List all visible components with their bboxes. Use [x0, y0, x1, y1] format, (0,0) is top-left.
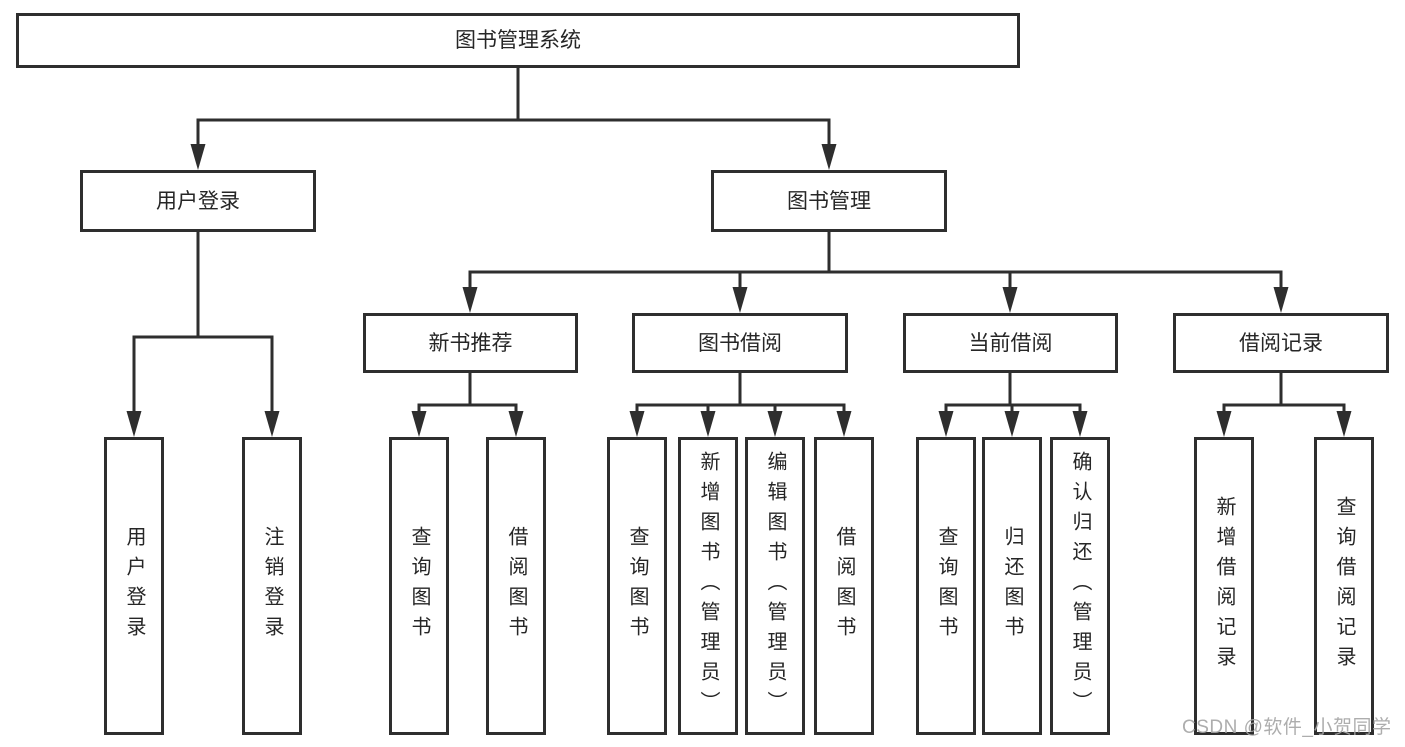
leaf-query-books-borrowing: 查询图书 — [607, 437, 667, 735]
leaf-query-books-current: 查询图书 — [916, 437, 976, 735]
watermark: CSDN @软件_小贺同学 — [1182, 717, 1392, 738]
leaf-add-borrow-record: 新增借阅记录 — [1194, 437, 1254, 735]
leaf-user-login: 用户登录 — [104, 437, 164, 735]
leaf-confirm-return-admin: 确认归还（管理员） — [1050, 437, 1110, 735]
node-library-management-system: 图书管理系统 — [16, 13, 1020, 68]
leaf-add-book-admin: 新增图书（管理员） — [678, 437, 738, 735]
leaf-edit-book-admin: 编辑图书（管理员） — [745, 437, 805, 735]
leaf-borrow-books-borrowing: 借阅图书 — [814, 437, 874, 735]
leaf-query-books-recommendation: 查询图书 — [389, 437, 449, 735]
leaf-borrow-books-recommendation: 借阅图书 — [486, 437, 546, 735]
leaf-return-books: 归还图书 — [982, 437, 1042, 735]
node-user-login-branch: 用户登录 — [80, 170, 316, 232]
node-borrowing-records: 借阅记录 — [1173, 313, 1389, 373]
node-book-management: 图书管理 — [711, 170, 947, 232]
arrowheads — [126, 144, 1352, 437]
leaf-query-borrow-record: 查询借阅记录 — [1314, 437, 1374, 735]
node-book-borrowing: 图书借阅 — [632, 313, 848, 373]
node-current-borrowing: 当前借阅 — [903, 313, 1118, 373]
leaf-logout: 注销登录 — [242, 437, 302, 735]
node-new-book-recommendation: 新书推荐 — [363, 313, 578, 373]
